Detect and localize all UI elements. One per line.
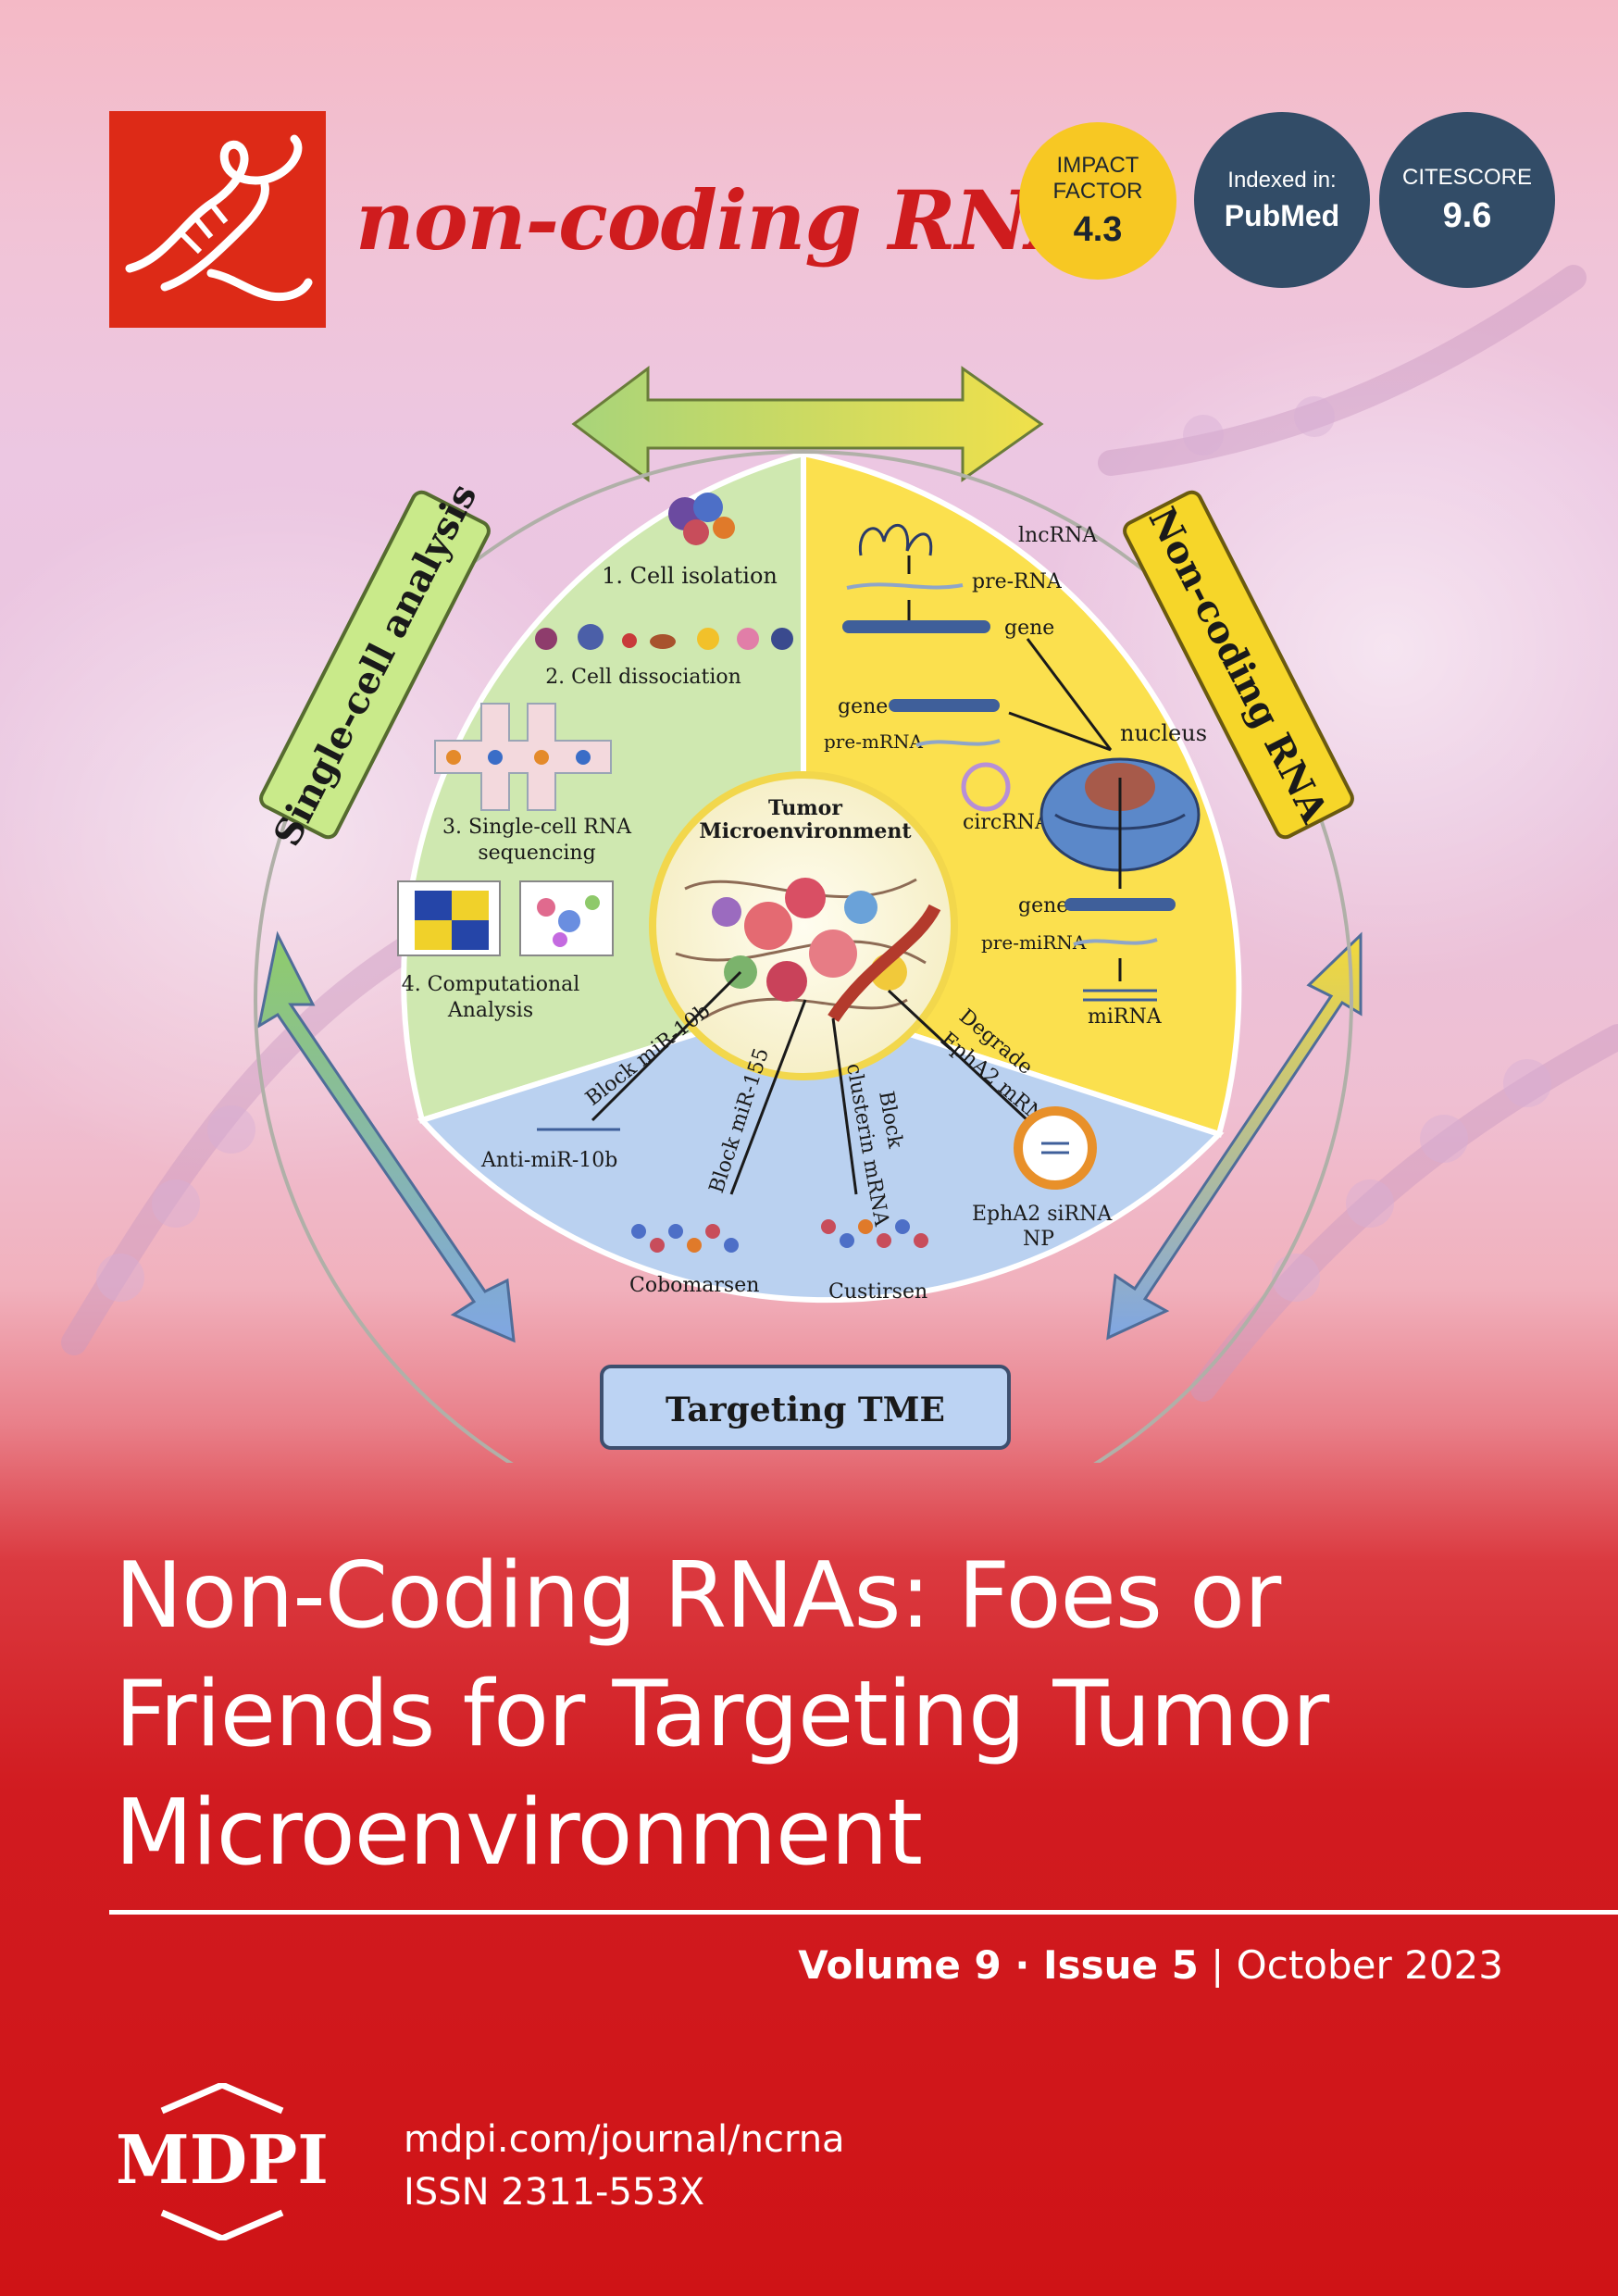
issn: ISSN 2311-553X <box>404 2171 705 2214</box>
indexed-value: PubMed <box>1224 198 1340 232</box>
impact-factor-label-line2: FACTOR <box>1052 178 1143 204</box>
step-3-line2: sequencing <box>478 842 595 865</box>
citescore-badge: CITESCORE 9.6 <box>1379 112 1555 288</box>
lncrna-hairpin-icon <box>858 524 933 556</box>
tumor-cells-illustration <box>675 878 941 1022</box>
issue-divider: | <box>1198 1942 1237 1988</box>
step-3-line1: 3. Single-cell RNA <box>442 816 632 839</box>
impact-factor-value: 4.3 <box>1073 209 1123 249</box>
graphical-abstract: Single-cell analysis Non-coding RNA Targ… <box>254 366 1363 1463</box>
rna-gene-2: gene <box>838 695 888 718</box>
step-2: 2. Cell dissociation <box>545 666 741 689</box>
targeting-label: Targeting TME <box>666 1391 945 1429</box>
step-1: 1. Cell isolation <box>602 563 778 589</box>
tsne-thumbnail <box>519 880 614 956</box>
top-double-arrow <box>571 366 1044 482</box>
impact-factor-label-line1: IMPACT <box>1056 152 1139 178</box>
rna-mirna: miRNA <box>1088 1005 1163 1029</box>
journal-logo <box>109 111 326 328</box>
issue-number: Issue 5 <box>1042 1942 1199 1988</box>
cobomarsen-molecule-icon <box>631 1224 739 1253</box>
rna-gene-3: gene <box>1018 894 1068 917</box>
heatmap-thumbnail <box>397 880 501 956</box>
rna-circrna: circRNA <box>963 811 1051 834</box>
rna-pre-mirna: pre-miRNA <box>981 931 1087 954</box>
rna-nucleus: nucleus <box>1120 720 1207 746</box>
cell-isolation-icon <box>668 493 735 545</box>
indexed-badge: Indexed in: PubMed <box>1194 112 1370 288</box>
cell-dissociation-icons <box>535 624 793 650</box>
mdpi-wordmark: MDPI <box>116 2120 329 2199</box>
targeting-segment <box>417 996 1225 1304</box>
rna-pre-rna: pre-RNA <box>972 570 1063 593</box>
step-4-line1: 4. Computational <box>402 973 580 996</box>
tme-anti-mir-10b: Anti-miR-10b <box>480 1149 617 1172</box>
custirsen-molecule-icon <box>821 1219 928 1248</box>
issue-separator: · <box>1001 1942 1043 1988</box>
microfluidic-chip-icon <box>434 703 612 811</box>
impact-factor-badge: IMPACT FACTOR 4.3 <box>1019 122 1176 280</box>
tumor-microenvironment-circle <box>649 771 958 1080</box>
center-label-line2: Microenvironment <box>699 819 912 843</box>
mdpi-logo: MDPI <box>116 2083 329 2240</box>
indexed-label: Indexed in: <box>1227 167 1337 193</box>
issue-date: October 2023 <box>1236 1942 1503 1988</box>
citescore-value: 9.6 <box>1442 195 1492 235</box>
tme-custirsen: Custirsen <box>828 1280 927 1304</box>
tme-cobomarsen: Cobomarsen <box>629 1274 759 1297</box>
step-4-line2: Analysis <box>447 999 533 1022</box>
targeting-label-box: Targeting TME <box>600 1365 1011 1450</box>
rna-gene-1: gene <box>1004 617 1054 640</box>
center-label-line1: Tumor <box>768 796 842 820</box>
rna-pre-mrna: pre-mRNA <box>824 730 923 753</box>
article-title: Non-Coding RNAs: Foes or Friends for Tar… <box>115 1543 1329 1886</box>
right-double-arrow <box>1106 931 1363 1341</box>
journal-name: non-coding RNA <box>355 172 1091 268</box>
rna-lncrna: lncRNA <box>1018 524 1098 547</box>
title-divider <box>109 1910 1618 1915</box>
left-double-arrow <box>256 930 516 1343</box>
dna-helix-icon <box>125 134 313 302</box>
tme-epha2-sirna-line2: NP <box>1023 1228 1054 1251</box>
issue-line: Volume 9 · Issue 5 | October 2023 <box>798 1942 1503 1988</box>
citescore-label: CITESCORE <box>1401 164 1532 190</box>
sirna-nanoparticle-icon <box>1014 1106 1097 1190</box>
journal-url[interactable]: mdpi.com/journal/ncrna <box>404 2118 845 2161</box>
mirna-duplex-icon <box>1083 989 1157 1002</box>
tme-epha2-sirna-line1: EphA2 siRNA <box>972 1203 1113 1226</box>
volume: Volume 9 <box>798 1942 1002 1988</box>
